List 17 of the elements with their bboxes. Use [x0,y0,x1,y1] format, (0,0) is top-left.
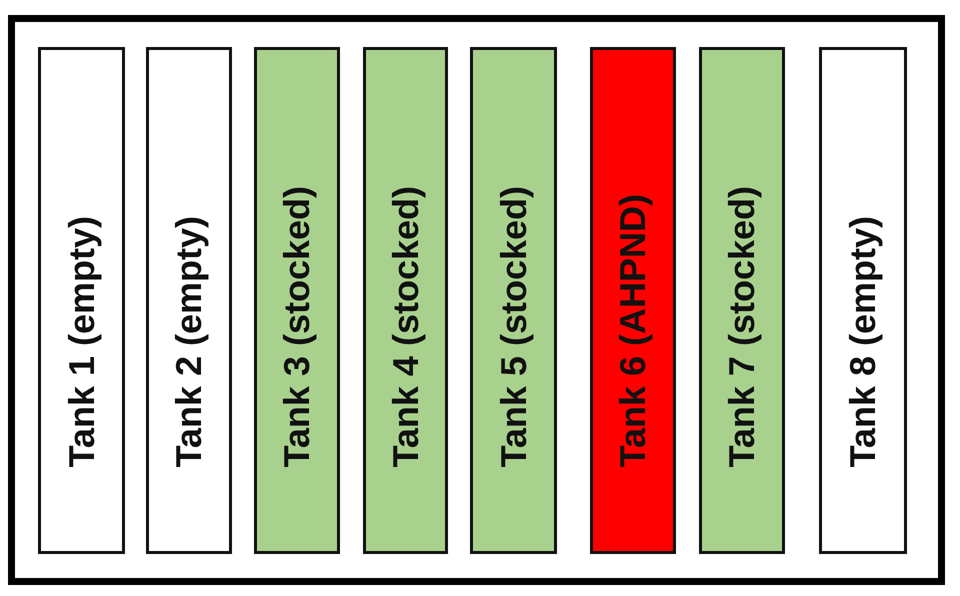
tank-box [254,47,340,554]
enclosure-frame [8,15,945,585]
tank-label: Tank 2 (empty) [171,216,207,467]
tank-label: Tank 8 (empty) [845,216,881,467]
tank-label: Tank 3 (stocked) [279,186,315,467]
tank-box [699,47,785,554]
tank-box [38,47,125,554]
tank-box [470,47,557,554]
tank-label: Tank 7 (stocked) [724,186,760,467]
tank-label: Tank 1 (empty) [64,216,100,467]
tank-box [819,47,907,554]
tank-label: Tank 4 (stocked) [388,186,424,467]
tank-box [363,47,448,554]
tank-label: Tank 5 (stocked) [496,186,532,467]
tank-box [590,47,676,554]
tank-box [146,47,232,554]
tank-label: Tank 6 (AHPND) [615,194,651,467]
